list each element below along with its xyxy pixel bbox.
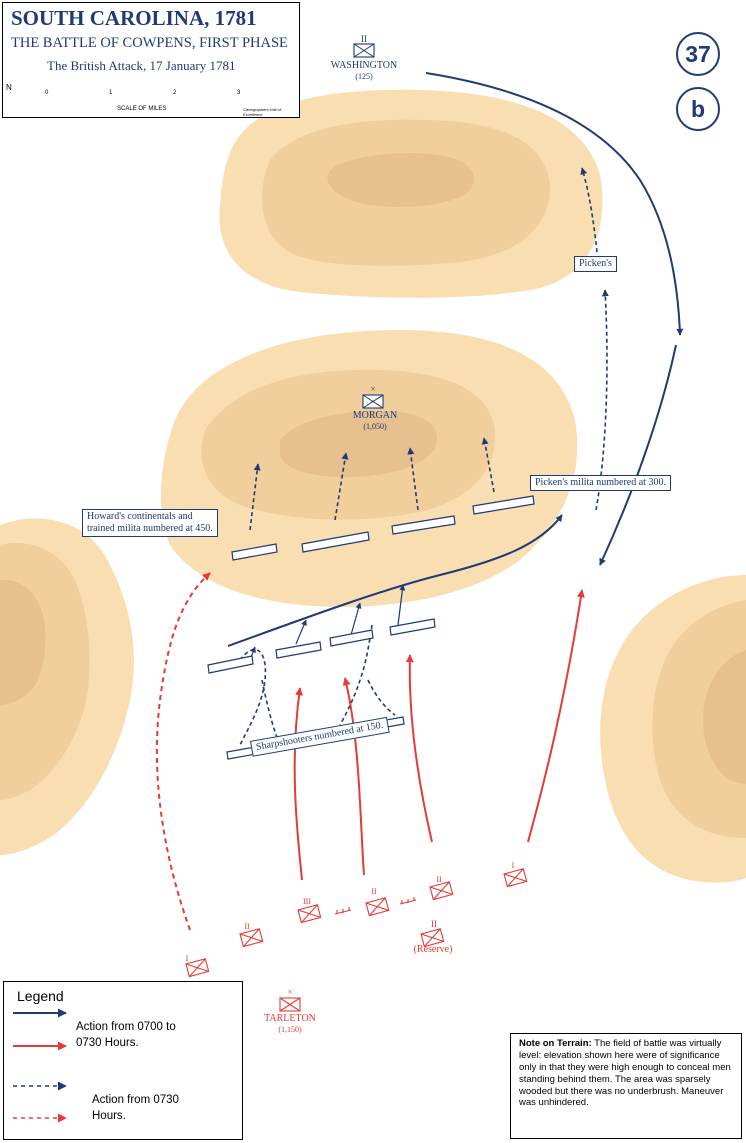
unit-bar bbox=[231, 543, 278, 561]
legend-item-4-line2: Hours. bbox=[92, 1109, 126, 1122]
american-short-arrow-3 bbox=[350, 602, 362, 636]
scale-tick-3: 3 bbox=[237, 90, 241, 96]
scale-caption: SCALE OF MILES bbox=[117, 106, 167, 112]
tarleton-strength: (1,150) bbox=[278, 1024, 302, 1034]
legend-item-1-line1: Action from 0700 to bbox=[76, 1021, 176, 1033]
british-unit-4 bbox=[365, 897, 390, 917]
terrain-north-hill bbox=[219, 89, 603, 298]
unit-bar bbox=[329, 629, 374, 647]
legend-item-4-text: Action from 0730 Hours. bbox=[92, 1093, 179, 1124]
howard-dashed-arrow-3 bbox=[407, 447, 419, 511]
tarleton-echelon: × bbox=[287, 987, 293, 997]
howards-label-line1: Howard's continentals and bbox=[87, 511, 193, 522]
british-arrow-3 bbox=[405, 654, 433, 843]
terrain-note-body: The field of battle was virtually level:… bbox=[519, 1038, 731, 1109]
terrain-note: Note on Terrain: The field of battle was… bbox=[510, 1033, 742, 1139]
british-artillery-marks bbox=[334, 897, 417, 915]
washington-strength: (125) bbox=[355, 71, 373, 81]
legend: Legend Action from 0700 to 0730 Hours. A… bbox=[3, 981, 243, 1140]
sharpshooter-dashed-1 bbox=[239, 648, 267, 746]
howards-label: Howard's continentals and trained milita… bbox=[82, 509, 218, 537]
unit-bar bbox=[207, 655, 254, 674]
washington-unit-symbol bbox=[353, 43, 375, 58]
legend-swatches bbox=[13, 1008, 67, 1123]
scale-tick-2: 2 bbox=[173, 90, 177, 96]
american-short-arrow-2 bbox=[295, 619, 307, 645]
washington-arrow-lower bbox=[599, 344, 677, 566]
pickens-militia-label: Picken's milita numbered at 300. bbox=[530, 475, 671, 491]
washington-echelon: II bbox=[361, 34, 367, 44]
pickens-label: Picken's bbox=[574, 256, 617, 272]
scale-tick-1: 1 bbox=[109, 90, 113, 96]
tarleton-label: TARLETON (1,150) bbox=[250, 1013, 330, 1034]
american-solid-arrows bbox=[227, 72, 684, 661]
morgan-echelon: × bbox=[370, 384, 376, 394]
british-echelon-4: II bbox=[371, 887, 377, 896]
morgan-unit-symbol bbox=[362, 394, 384, 409]
british-unit-6 bbox=[503, 868, 528, 888]
british-unit-5 bbox=[429, 881, 454, 901]
legend-item-1-text: Action from 0700 to 0730 Hours. bbox=[76, 1020, 176, 1051]
british-unit-3 bbox=[297, 904, 322, 924]
plate-number-badge: 37 bbox=[676, 32, 720, 76]
howard-dashed-arrow-2 bbox=[334, 452, 349, 521]
legend-item-4-line1: Action from 0730 bbox=[92, 1094, 179, 1106]
washington-arrow-upper bbox=[425, 72, 684, 336]
map-subtitle: THE BATTLE OF COWPENS, FIRST PHASE bbox=[11, 35, 288, 51]
morgan-strength: (1,050) bbox=[363, 421, 387, 431]
unit-bar bbox=[301, 531, 370, 553]
unit-bar bbox=[389, 618, 436, 636]
british-echelon-1: I bbox=[185, 954, 189, 963]
british-unit-symbols bbox=[185, 868, 528, 1012]
british-unit-1 bbox=[185, 958, 210, 978]
reserve-label: (Reserve) bbox=[413, 944, 453, 955]
tarleton-name: TARLETON bbox=[264, 1013, 316, 1024]
reserve-echelon: II bbox=[431, 919, 437, 929]
unit-bar bbox=[391, 515, 456, 535]
map-title: SOUTH CAROLINA, 1781 bbox=[11, 6, 257, 30]
morgan-label: MORGAN (1,050) bbox=[335, 410, 415, 431]
pickens-withdraw-arrow bbox=[227, 514, 563, 647]
map-subsubtitle: The British Attack, 17 January 1781 bbox=[47, 58, 236, 73]
pickens-upper-dashed-arrow bbox=[580, 167, 598, 253]
british-echelon-6: I bbox=[511, 861, 515, 870]
terrain-note-heading: Note on Terrain: bbox=[519, 1038, 592, 1049]
british-unit-2 bbox=[239, 928, 264, 948]
british-echelon-2: II bbox=[244, 922, 250, 931]
plate-letter-badge: b bbox=[676, 87, 720, 131]
howards-label-line2: trained milita numbered at 450. bbox=[87, 523, 213, 534]
british-arrow-4 bbox=[527, 589, 585, 843]
tarleton-unit-symbol bbox=[279, 997, 301, 1012]
sharpshooter-dashed-2 bbox=[261, 679, 279, 741]
american-unit-bars bbox=[207, 495, 535, 760]
terrain-central-hill bbox=[160, 330, 578, 608]
morgan-name: MORGAN bbox=[352, 410, 398, 421]
north-label: N bbox=[6, 83, 12, 92]
terrain-east-hill bbox=[600, 575, 746, 883]
british-arrow-1 bbox=[293, 687, 303, 881]
terrain-west-hill bbox=[0, 518, 134, 855]
british-echelon-3: III bbox=[303, 897, 311, 906]
unit-bar bbox=[275, 641, 322, 659]
british-echelon-5: II bbox=[436, 875, 442, 884]
credit: Cartographers Hall of Excellence bbox=[243, 107, 282, 117]
title-box: SOUTH CAROLINA, 1781 THE BATTLE OF COWPE… bbox=[2, 2, 300, 118]
unit-bar bbox=[472, 495, 535, 515]
washington-label: WASHINGTON (125) bbox=[324, 60, 404, 81]
howard-dashed-arrow-4 bbox=[481, 437, 495, 493]
legend-title: Legend bbox=[17, 988, 64, 1004]
british-unit-reserve bbox=[420, 928, 445, 948]
american-short-arrow-4 bbox=[397, 584, 406, 626]
british-solid-arrows bbox=[293, 589, 585, 881]
sharpshooter-dashed-4 bbox=[367, 679, 396, 716]
washington-name: WASHINGTON bbox=[330, 60, 398, 71]
british-arrow-2 bbox=[342, 677, 365, 876]
british-dashed-arrow bbox=[155, 572, 211, 931]
scale-tick-0: 0 bbox=[45, 90, 49, 96]
legend-item-1-line2: 0730 Hours. bbox=[76, 1036, 139, 1049]
